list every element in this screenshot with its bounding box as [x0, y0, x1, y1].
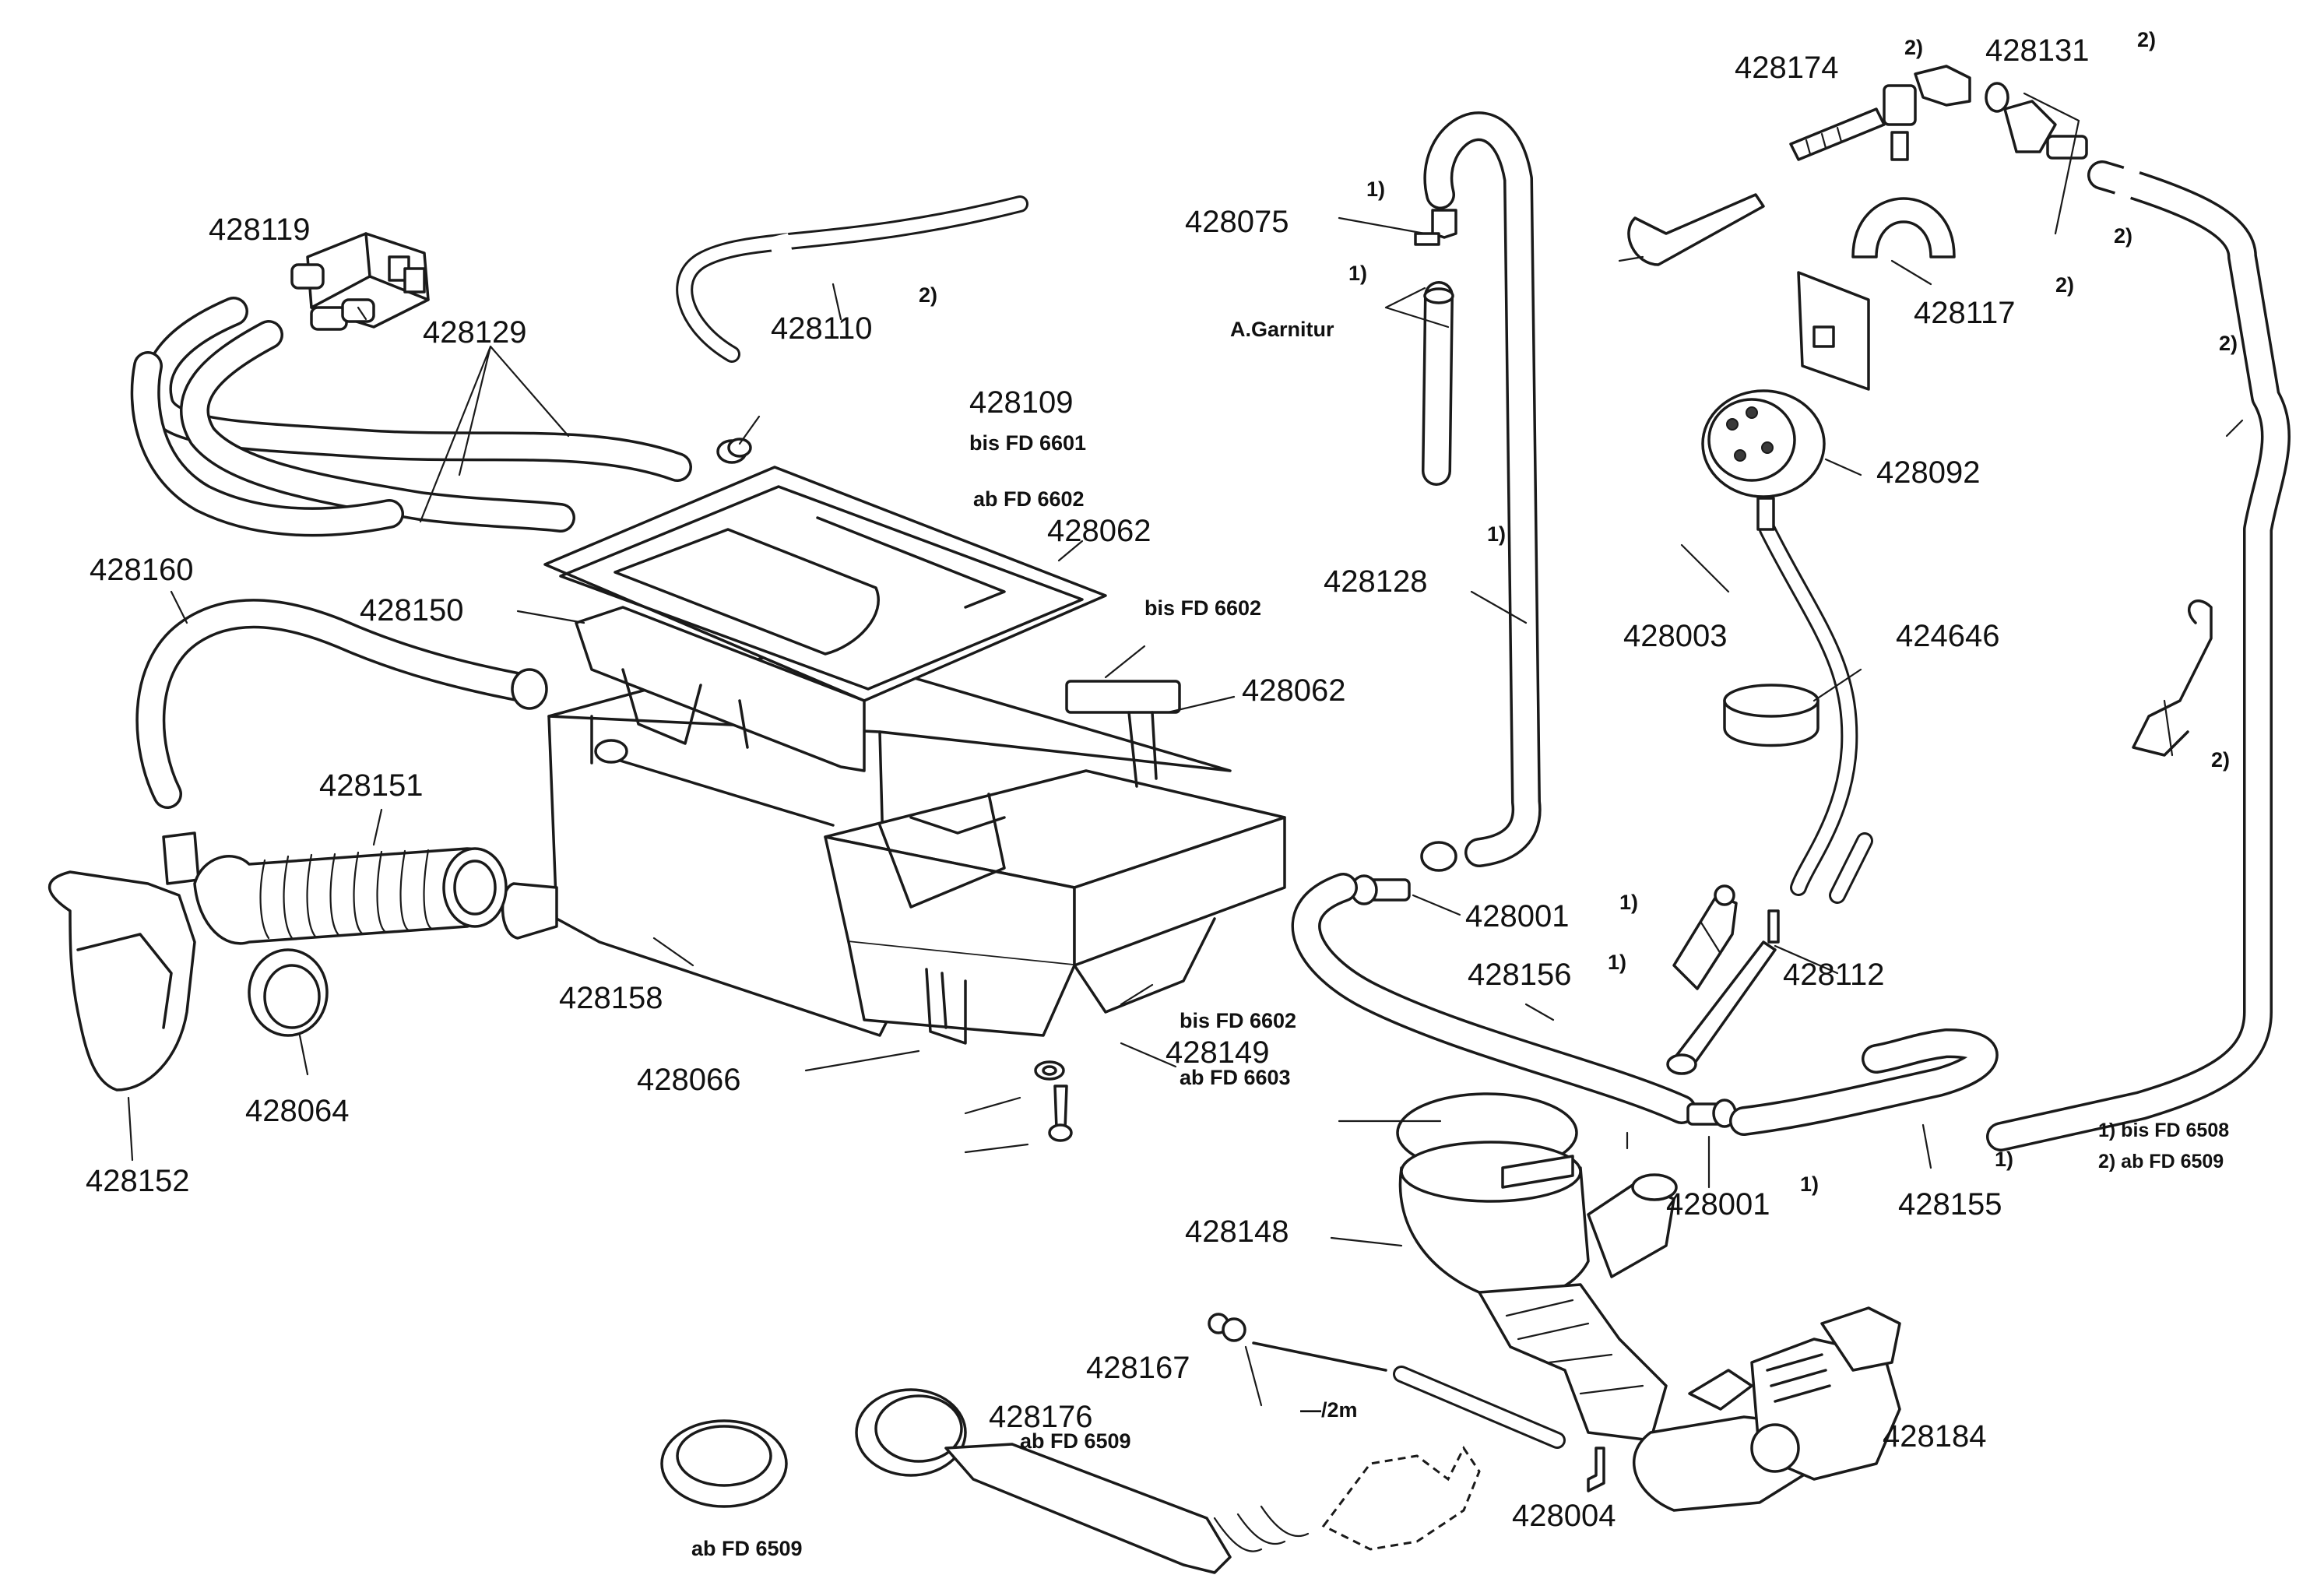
drain-tube-428167	[1208, 1313, 1566, 1449]
emergency-drain-428176	[855, 1388, 1481, 1574]
note-length: —/2m	[1300, 1398, 1358, 1422]
label-428066: 428066	[637, 1063, 740, 1097]
hoses-428129	[130, 297, 692, 537]
hook-clip	[2132, 599, 2213, 757]
note-428075: 1)	[1366, 178, 1385, 201]
note-428117: 2)	[2055, 273, 2074, 297]
label-428151: 428151	[319, 768, 423, 803]
dispenser-lid-428109	[543, 466, 1107, 702]
elbow-428131	[1914, 65, 2088, 160]
note-428128: 1)	[1487, 522, 1506, 546]
leader-lines	[127, 92, 2244, 1407]
plug-428004	[1587, 1447, 1605, 1492]
note-428174: 2)	[1904, 36, 1923, 59]
hose-clamp	[1627, 193, 1765, 266]
note-428149-bis: bis FD 6602	[1180, 1009, 1296, 1032]
label-428176: 428176	[989, 1400, 1092, 1434]
note-428001b: 1)	[1800, 1172, 1819, 1196]
label-428064: 428064	[245, 1094, 349, 1128]
label-428001b: 428001	[1666, 1187, 1770, 1222]
mount-plate	[1797, 271, 1870, 391]
note-428109: bis FD 6601	[969, 431, 1086, 455]
legend-line-1: 1) bis FD 6508	[2098, 1120, 2229, 1141]
label-428092: 428092	[1876, 455, 1980, 490]
bellows-428151	[193, 847, 508, 945]
note-hose-d: 1)	[1995, 1148, 2013, 1171]
solenoid-valve-428119	[290, 232, 430, 331]
connector-428152	[48, 831, 200, 1092]
label-428001a: 428001	[1465, 899, 1569, 933]
note-hose-c: 2)	[2211, 748, 2230, 772]
pressure-switch-428092	[1701, 389, 1826, 531]
grommet	[660, 1419, 788, 1508]
label-428174: 428174	[1735, 51, 1838, 85]
hose-428155	[1729, 1028, 1999, 1136]
ring-428064	[248, 948, 329, 1037]
note-428131: 2)	[2137, 28, 2156, 51]
label-428167: 428167	[1086, 1351, 1190, 1385]
note-428149-ab: ab FD 6603	[1180, 1066, 1291, 1089]
label-garnitur: A.Garnitur	[1230, 318, 1334, 341]
right-hose	[1986, 160, 2291, 1151]
label-428184: 428184	[1883, 1419, 1986, 1454]
connector-428174	[1789, 84, 1917, 161]
siphon-insert-428066	[925, 968, 967, 1045]
thin-hose-428110	[676, 195, 1028, 363]
connector-428001b	[1686, 1099, 1737, 1128]
label-428004: 428004	[1512, 1499, 1616, 1533]
tee-connector-428075	[1414, 209, 1457, 246]
label-428062b: 428062	[1242, 673, 1345, 708]
note-428062b: bis FD 6602	[1144, 596, 1261, 620]
note-428110: 2)	[919, 283, 937, 307]
label-428117: 428117	[1914, 296, 2016, 330]
label-428112: 428112	[1783, 958, 1885, 992]
note-hose-b: 2)	[2219, 332, 2238, 355]
sump-funnel-428148	[1396, 1092, 1678, 1442]
note-garnitur: 1)	[1348, 262, 1367, 285]
plug-cap	[716, 438, 752, 464]
label-428158: 428158	[559, 981, 663, 1015]
detergent-drawer	[824, 680, 1286, 1037]
drain-pump-428184	[1633, 1306, 1901, 1512]
hose-piece-garnitur	[1422, 281, 1454, 486]
note-428176: ab FD 6509	[1020, 1429, 1131, 1453]
note-428062a: ab FD 6602	[973, 487, 1085, 511]
note-hose-a: 2)	[2114, 224, 2132, 248]
screw-and-washer	[1034, 1060, 1073, 1142]
note-428112-a: 1)	[1619, 891, 1638, 914]
label-428149: 428149	[1166, 1035, 1269, 1070]
bracket-428117	[1851, 131, 1956, 258]
note-428112-b: 1)	[1608, 951, 1626, 974]
dispenser-housing-428158	[501, 645, 1232, 1037]
label-428129: 428129	[423, 315, 526, 350]
hose-428160	[135, 599, 548, 809]
hose-428128	[1420, 111, 1542, 872]
label-428075: 428075	[1185, 205, 1289, 239]
disk-428003	[1723, 684, 1819, 747]
hose-428156	[1291, 873, 1696, 1124]
label-428148: 428148	[1185, 1215, 1289, 1249]
label-428062a: 428062	[1047, 514, 1151, 548]
legend-line-2: 2) ab FD 6509	[2098, 1151, 2224, 1172]
drawer-frame-428150	[575, 606, 866, 772]
label-428156: 428156	[1468, 958, 1571, 992]
connector-428001a	[1350, 874, 1411, 905]
level-tube-428112	[1666, 884, 1780, 1075]
label-428152: 428152	[86, 1164, 189, 1198]
label-428155: 428155	[1898, 1187, 2002, 1222]
label-428003: 428003	[1623, 619, 1727, 653]
label-428128: 428128	[1324, 564, 1427, 599]
note-grommet: ab FD 6509	[691, 1537, 803, 1560]
label-428109: 428109	[969, 385, 1073, 420]
part-labels: 428119 428129 428110 2) 428109 bis FD 66…	[86, 28, 2238, 1560]
hose-424646	[1759, 521, 1873, 904]
label-424646: 424646	[1896, 619, 1999, 653]
label-428160: 428160	[90, 553, 193, 587]
label-428119: 428119	[209, 213, 311, 247]
label-428131: 428131	[1985, 33, 2089, 68]
label-428110: 428110	[771, 311, 873, 346]
label-428150: 428150	[360, 593, 463, 628]
